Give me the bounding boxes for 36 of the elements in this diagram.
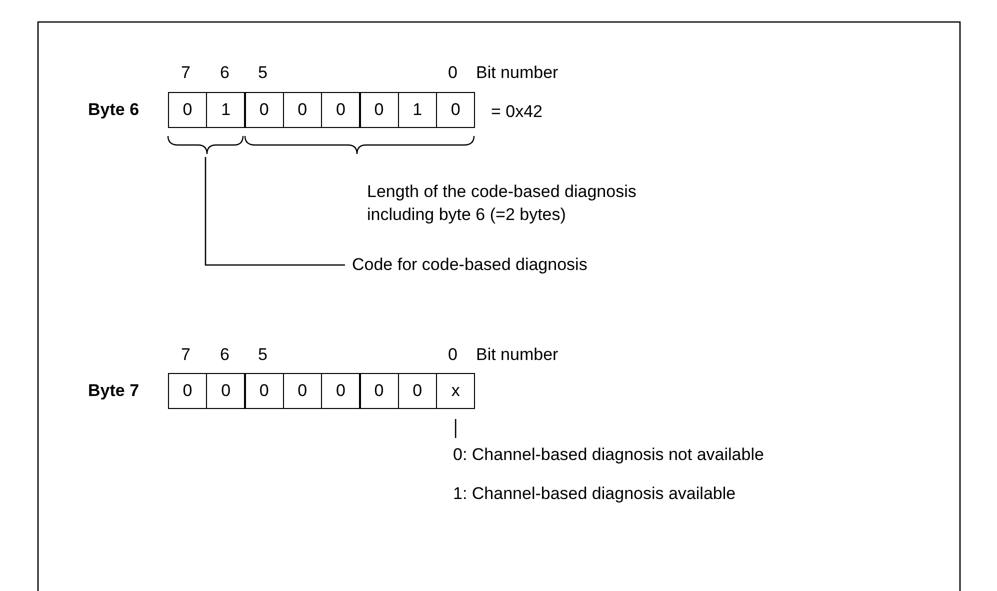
- bit-value: 1: [206, 92, 246, 128]
- bit-value: 0: [244, 373, 284, 409]
- bit-number: 5: [258, 63, 268, 83]
- leader-line: [454, 419, 456, 438]
- leader-line: [204, 157, 345, 266]
- description-text: Code for code-based diagnosis: [352, 255, 588, 275]
- bit-value: x: [436, 373, 476, 409]
- bit-value: 0: [282, 92, 322, 128]
- value-text: = 0x42: [491, 102, 543, 122]
- bit-number: 0: [448, 345, 458, 365]
- bit-number: 7: [181, 345, 190, 365]
- description-text: Length of the code-based diagnosis including byte 6 (=2 bytes): [367, 181, 638, 226]
- description-text: 0: Channel-based diagnosis not available: [453, 445, 764, 465]
- axis-caption: Bit number: [476, 345, 558, 365]
- bit-value: 0: [321, 373, 360, 409]
- bit-number: 6: [220, 345, 230, 365]
- axis-caption: Bit number: [476, 63, 558, 83]
- bit-value: 0: [436, 92, 476, 128]
- bit-number: 5: [258, 345, 268, 365]
- row-label: Byte 6: [88, 100, 140, 120]
- bit-value: 0: [206, 373, 246, 409]
- bit-value: 0: [360, 92, 398, 128]
- bit-number: 7: [181, 63, 190, 83]
- bracket: [167, 136, 244, 155]
- bit-value: 0: [360, 373, 398, 409]
- bit-value: 0: [244, 92, 284, 128]
- row-label: Byte 7: [88, 381, 140, 401]
- bit-value: 0: [168, 92, 207, 128]
- bit-value: 0: [282, 373, 322, 409]
- bit-number: 0: [448, 63, 458, 83]
- bit-number: 6: [220, 63, 230, 83]
- bit-value: 0: [321, 92, 360, 128]
- bit-value: 0: [168, 373, 207, 409]
- bit-value: 0: [398, 373, 437, 409]
- bit-value: 1: [398, 92, 437, 128]
- description-text: 1: Channel-based diagnosis available: [453, 484, 736, 504]
